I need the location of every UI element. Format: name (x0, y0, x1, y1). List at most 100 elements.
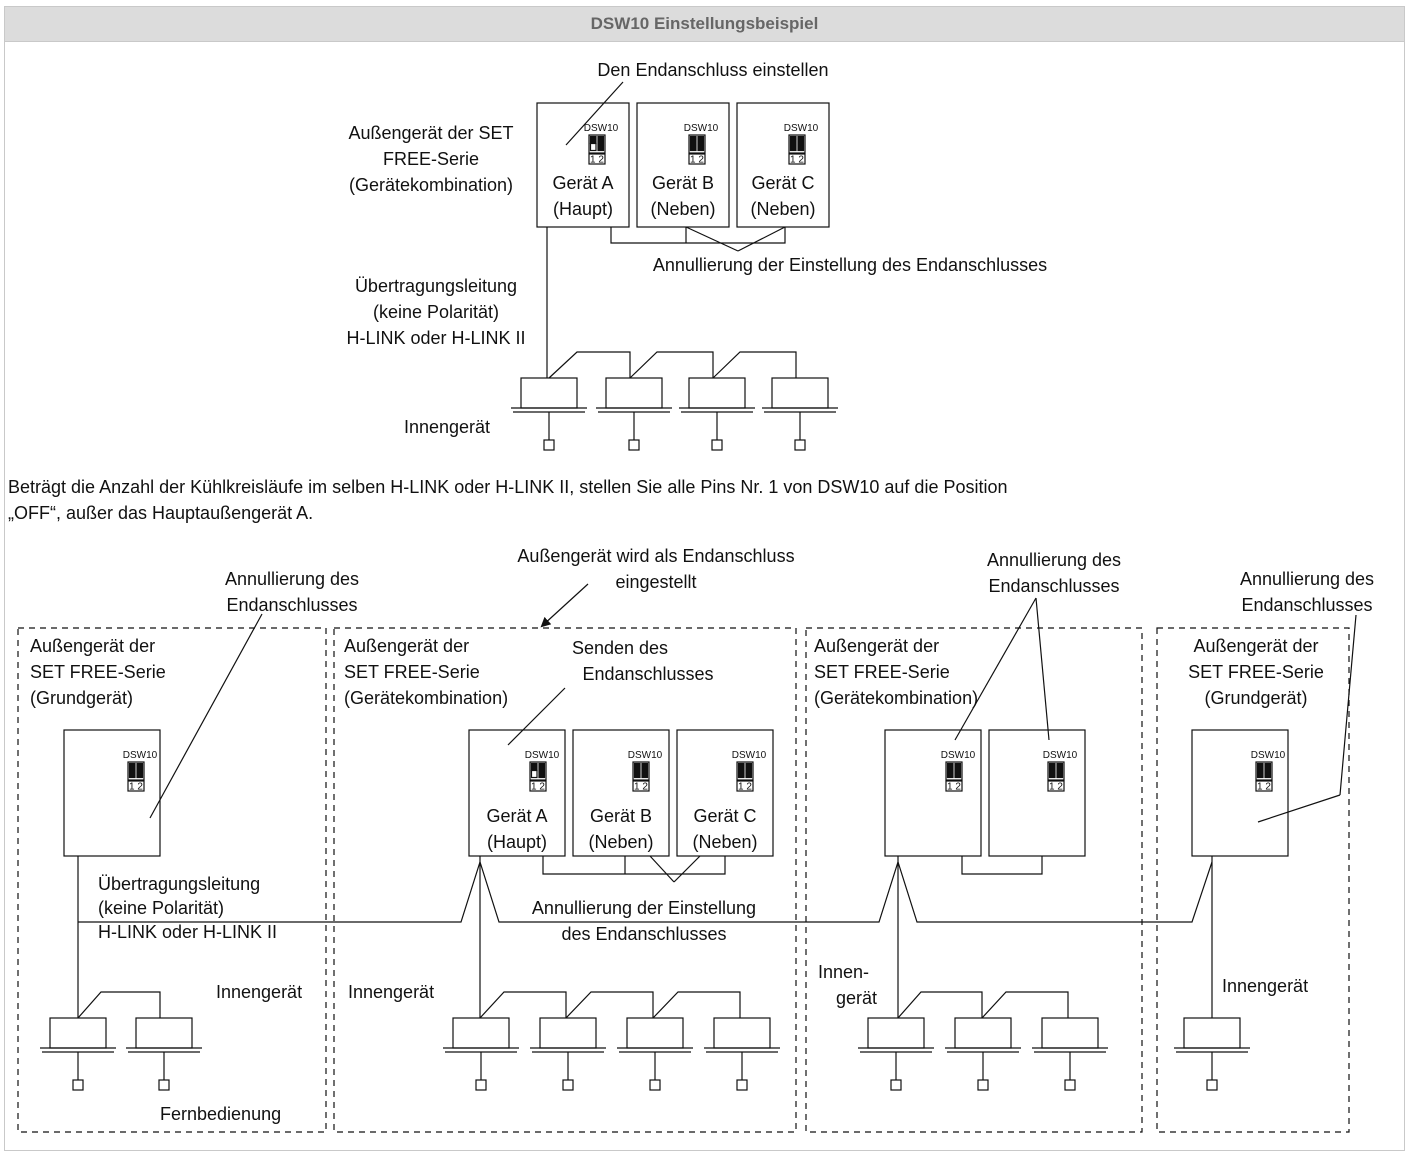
dip-pin-labels: 1 2 (947, 782, 961, 793)
g2-unit-link (542, 856, 726, 875)
dip-pin-labels: 1 2 (531, 782, 545, 793)
dip-pin-labels: 1 2 (790, 155, 804, 166)
g1-indoor-link (77, 991, 161, 1019)
b-cancel-setting-1: Annullierung der Einstellung (532, 898, 756, 918)
unit-a-role: (Haupt) (553, 199, 613, 219)
terminal-arrow (540, 583, 589, 628)
remote-controller (711, 439, 723, 451)
dip-pin-1 (1256, 762, 1264, 779)
g3-indoor-link (981, 991, 1069, 1019)
group2-label-1: Außengerät der (344, 636, 469, 656)
remote-controller (1206, 1079, 1218, 1091)
cancel-4-pointer (1257, 794, 1341, 823)
remote-controller (562, 1079, 574, 1091)
g2-unit-c-role: (Neben) (692, 832, 757, 852)
dsw10-label: DSW10 (584, 123, 619, 134)
g2-unit-b-role: (Neben) (588, 832, 653, 852)
dsw10-label: DSW10 (941, 750, 976, 761)
indoor-link (629, 351, 714, 379)
send-pointer (507, 687, 566, 746)
outdoor-unit-a (536, 102, 630, 228)
dip-pin-2 (538, 762, 546, 779)
indoor-unit (452, 1017, 510, 1049)
dip-pin-label-box (1047, 780, 1065, 792)
indoor-unit (771, 377, 829, 409)
indoor-link (548, 351, 631, 379)
send-terminal-2: Endanschlusses (582, 664, 713, 684)
unit-a-name: Gerät A (552, 173, 613, 193)
dip-pin-label-box (945, 780, 963, 792)
dip-pin-labels: 1 2 (738, 782, 752, 793)
dip-pin-1-slot (589, 142, 597, 152)
g2-cancel-pointer (673, 855, 701, 883)
b-line-label-3: H-LINK oder H-LINK II (98, 922, 277, 942)
remote-controller (543, 439, 555, 451)
remote-controller (649, 1079, 661, 1091)
outdoor-unit-g1 (63, 729, 161, 857)
dip-pin-labels: 1 2 (590, 155, 604, 166)
unit-b-name: Gerät B (652, 173, 714, 193)
dip-pin-1 (946, 762, 954, 779)
group4-label-1: Außengerät der (1193, 636, 1318, 656)
g4-indoor-label: Innengerät (1222, 976, 1308, 996)
group3-label-3: (Gerätekombination) (814, 688, 978, 708)
cancel-pointer (737, 226, 786, 252)
line-label-2: (keine Polarität) (373, 302, 499, 322)
indoor-unit (626, 1017, 684, 1049)
line-label-1: Übertragungsleitung (355, 276, 517, 296)
cancel-3-line1: Annullierung des (987, 550, 1121, 570)
outdoor-label-line1: Außengerät der SET (348, 123, 513, 143)
g3-indoor-label-1: Innen- (818, 962, 869, 982)
dip-pin-label-box (529, 780, 547, 792)
indoor-unit (49, 1017, 107, 1049)
remote-controller (628, 439, 640, 451)
g2-cancel-pointer (649, 855, 675, 883)
outdoor-unit-b (636, 102, 730, 228)
b-cancel-setting-2: des Endanschlusses (561, 924, 726, 944)
group3-label-2: SET FREE-Serie (814, 662, 950, 682)
group2-label-3: (Gerätekombination) (344, 688, 508, 708)
cancel-3-pointer (1035, 597, 1050, 741)
dip-pin-2 (1056, 762, 1064, 779)
remote-controller (890, 1079, 902, 1091)
indoor-unit (688, 377, 746, 409)
g2-unit-a-role: (Haupt) (487, 832, 547, 852)
indoor-unit (605, 377, 663, 409)
note-line-1: Beträgt die Anzahl der Kühlkreisläufe im… (8, 477, 1008, 497)
group-box-2 (333, 627, 797, 1133)
indoor-label: Innengerät (404, 417, 490, 437)
group4-label-2: SET FREE-Serie (1188, 662, 1324, 682)
dip-pin-label-box (688, 153, 706, 165)
unit-b-role: (Neben) (650, 199, 715, 219)
dip-pin-label-box (127, 780, 145, 792)
dip-pin-labels: 1 2 (1257, 782, 1271, 793)
dsw10-label: DSW10 (123, 750, 158, 761)
g2-unit-b-name: Gerät B (590, 806, 652, 826)
dip-pin-2 (597, 135, 605, 152)
set-terminal-label: Den Endanschluss einstellen (597, 60, 828, 80)
remote-controller (736, 1079, 748, 1091)
cancel-1-line1: Annullierung des (225, 569, 359, 589)
dip-pin-labels: 1 2 (129, 782, 143, 793)
dip-pin-1 (633, 762, 641, 779)
dsw10-label: DSW10 (628, 750, 663, 761)
dip-pin-2 (954, 762, 962, 779)
group1-label-1: Außengerät der (30, 636, 155, 656)
group-box-3 (805, 627, 1143, 1133)
g3-indoor-label-2: gerät (836, 988, 877, 1008)
group3-label-1: Außengerät der (814, 636, 939, 656)
dip-pin-2 (797, 135, 805, 152)
outdoor-unit-g2-a (468, 729, 566, 857)
indoor-unit (1041, 1017, 1099, 1049)
dip-pin-2 (136, 762, 144, 779)
indoor-unit (954, 1017, 1012, 1049)
cancel-1-line2: Endanschlusses (226, 595, 357, 615)
dip-pin-2 (745, 762, 753, 779)
g2-unit-c-name: Gerät C (693, 806, 756, 826)
remote-controller (1064, 1079, 1076, 1091)
cancel-3-line2: Endanschlusses (988, 576, 1119, 596)
terminal-label-1: Außengerät wird als Endanschluss (517, 546, 794, 566)
dsw10-label: DSW10 (784, 123, 819, 134)
dip-pin-2 (1264, 762, 1272, 779)
